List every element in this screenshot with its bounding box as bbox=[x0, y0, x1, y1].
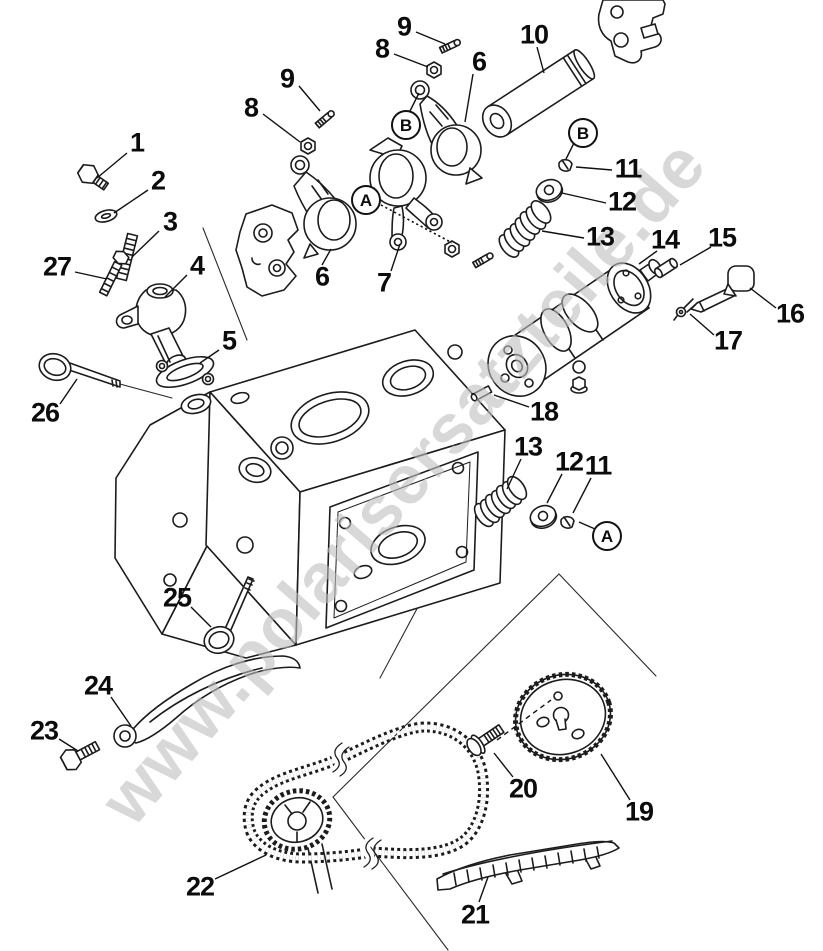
adjuster-screw bbox=[473, 252, 494, 268]
valve-spring-lower bbox=[471, 473, 530, 529]
dowel-pin-small bbox=[653, 257, 679, 278]
sprocket-bolt bbox=[464, 720, 508, 759]
camshaft bbox=[477, 255, 664, 407]
adjuster-screw bbox=[440, 39, 462, 53]
chain-guide bbox=[437, 841, 619, 890]
leader-line bbox=[333, 574, 559, 797]
lock-nut bbox=[301, 138, 315, 154]
retaining-clip bbox=[674, 299, 695, 320]
tensioner-tool bbox=[691, 266, 754, 312]
lock-nut bbox=[427, 62, 441, 78]
rocker-arm-left bbox=[291, 156, 356, 258]
leader-line bbox=[203, 228, 247, 340]
rocker-shaft bbox=[477, 47, 598, 142]
flange-bolt bbox=[75, 161, 112, 195]
camshaft-bracket bbox=[236, 205, 298, 296]
rocker-arm-upper bbox=[411, 81, 482, 184]
dowel-pin bbox=[470, 386, 491, 402]
check-ball bbox=[573, 361, 585, 373]
cam-chain-tensioner bbox=[117, 284, 188, 372]
spring-retainer-lower bbox=[527, 502, 559, 532]
pivot-bolt bbox=[59, 736, 103, 773]
lock-nut bbox=[445, 241, 459, 257]
boundary-lines bbox=[120, 228, 656, 950]
intake-valve bbox=[36, 350, 120, 387]
valve-keeper-lower bbox=[561, 517, 574, 528]
valve-keeper-upper bbox=[559, 160, 572, 171]
adjuster-screw bbox=[315, 110, 335, 128]
chain-tensioner-arm bbox=[114, 656, 300, 747]
leader-line bbox=[333, 797, 448, 950]
leader-line bbox=[120, 384, 172, 398]
washer bbox=[94, 208, 118, 224]
timing-chain bbox=[248, 727, 483, 869]
flange-nut bbox=[571, 377, 587, 393]
exhaust-valve bbox=[200, 577, 254, 657]
crank-sprocket bbox=[258, 783, 337, 893]
leader-line bbox=[559, 574, 656, 676]
valve-spring-upper bbox=[495, 197, 554, 260]
cam-sprocket bbox=[504, 662, 621, 772]
mount-bracket bbox=[599, 0, 665, 63]
cylinder-head bbox=[115, 330, 505, 658]
spring-retainer-upper bbox=[533, 176, 565, 206]
